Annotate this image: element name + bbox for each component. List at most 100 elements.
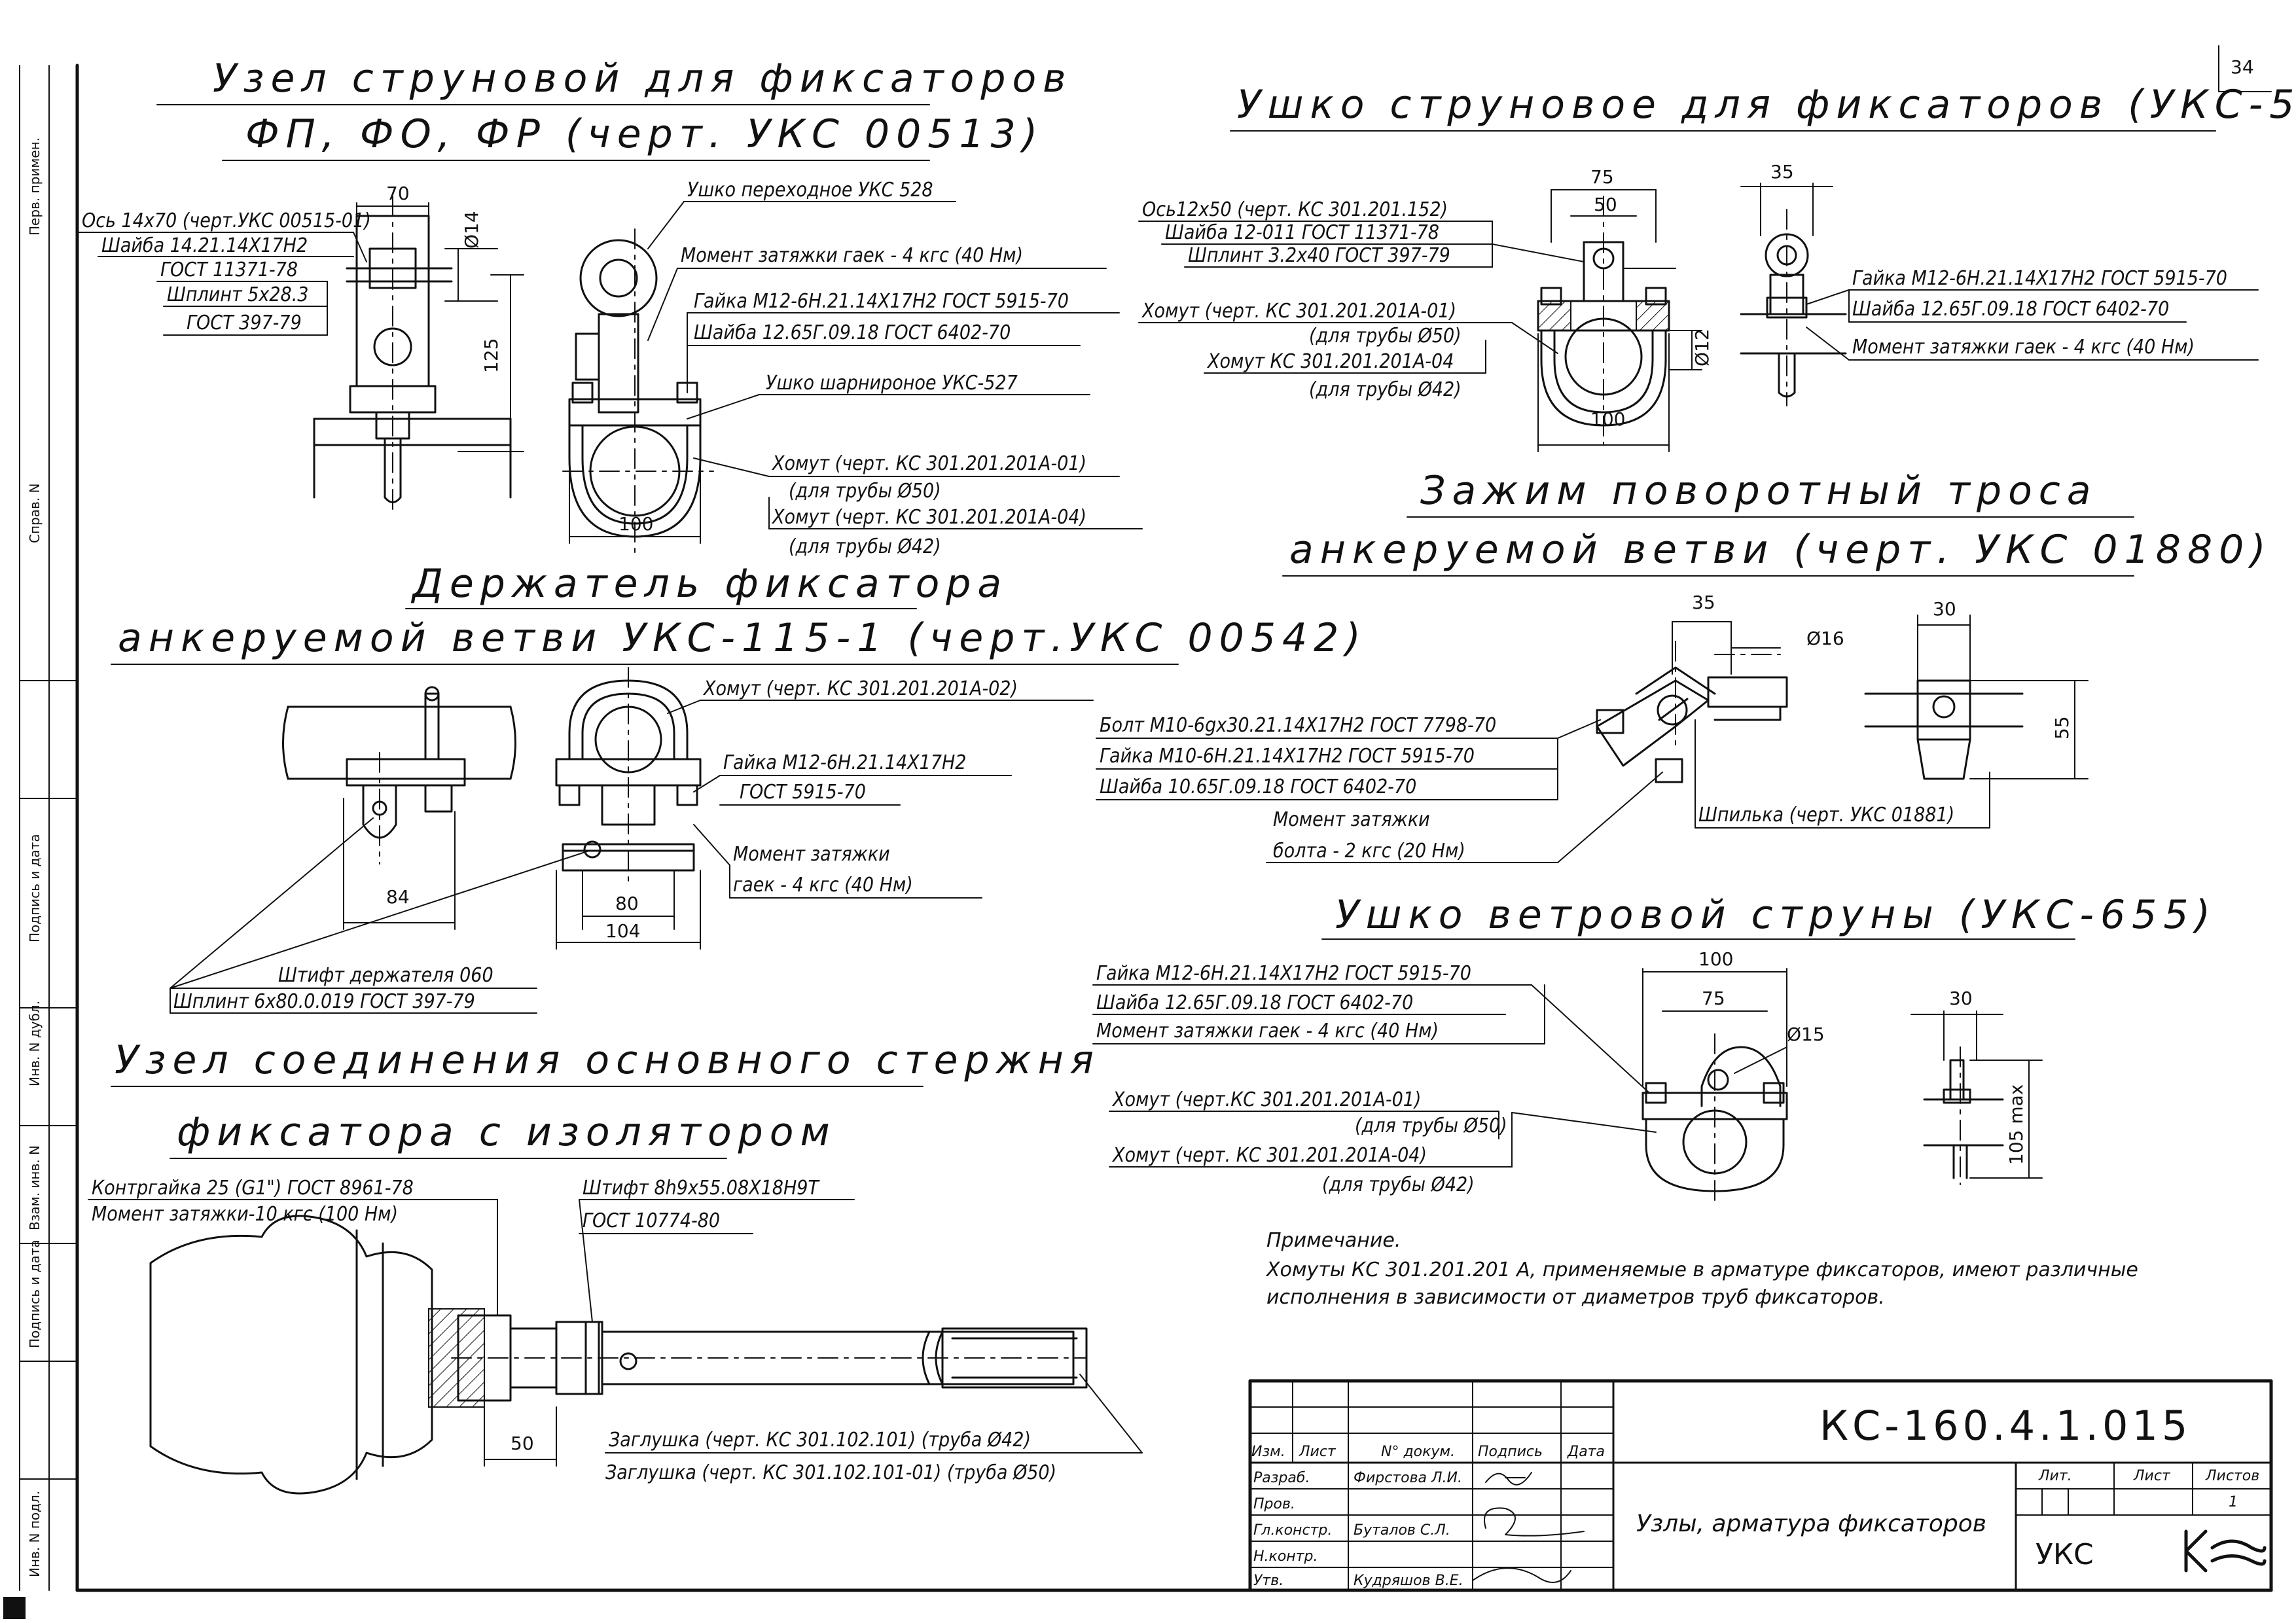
dim-30a: 30: [1933, 598, 1956, 620]
label-a11: Хомут (черт. КС 301.201.201А-01): [771, 452, 1086, 475]
label-b8: Гайка М12-6Н.21.14Х17Н2 ГОСТ 5915-70: [1852, 267, 2227, 290]
assembly-ear-510: 75 50 Ø12 100 35 Ось12х50 (черт. КС 301.…: [1138, 161, 2259, 452]
label-c3: ГОСТ 5915-70: [740, 781, 866, 804]
tb-listov-value: 1: [2229, 1494, 2238, 1510]
label-e2: Шайба 12.65Г.09.18 ГОСТ 6402-70: [1096, 991, 1413, 1014]
label-a12: (для трубы Ø50): [789, 480, 941, 503]
label-e1: Гайка М12-6Н.21.14Х17Н2 ГОСТ 5915-70: [1096, 962, 1471, 985]
label-f6: Заглушка (черт. КС 301.102.101-01) (труб…: [605, 1461, 1056, 1484]
assembly-wind-ear-655: 100 75 Ø15 30 105 max Гайка М12-6Н.21.14…: [1092, 948, 2043, 1205]
document-name: Узлы, арматура фиксаторов: [1636, 1510, 1986, 1537]
tb-r3: Гл.констр.: [1253, 1522, 1332, 1539]
label-c4: Момент затяжки: [733, 843, 890, 866]
label-a2: Шайба 14.21.14Х17Н2: [101, 234, 308, 257]
label-b4: Хомут (черт. КС 301.201.201А-01): [1141, 300, 1456, 323]
label-d6: Шпилька (черт. УКС 01881): [1698, 804, 1954, 827]
tb-h-izm: Изм.: [1251, 1444, 1285, 1460]
tb-h-date: Дата: [1567, 1444, 1605, 1460]
dim-100b: 100: [1590, 408, 1625, 430]
title-4a: Держатель фиксатора: [410, 561, 1008, 607]
label-a1: Ось 14х70 (черт.УКС 00515-01): [82, 209, 371, 232]
dim-55: 55: [2051, 716, 2073, 740]
organization-logo: [2184, 1529, 2267, 1573]
label-e5: (для трубы Ø50): [1355, 1115, 1507, 1137]
tb-r1-name: Фирстова Л.И.: [1354, 1470, 1462, 1486]
dim-75a: 75: [1590, 166, 1614, 188]
signature-2: [1484, 1507, 1585, 1537]
label-b7: (для трубы Ø42): [1309, 378, 1462, 401]
label-b10: Момент затяжки гаек - 4 кгс (40 Нм): [1852, 336, 2195, 359]
tb-r5-name: Кудряшов В.Е.: [1354, 1573, 1463, 1589]
signature-3: [1472, 1567, 1571, 1583]
tb-r1: Разраб.: [1253, 1470, 1310, 1486]
dim-100a: 100: [619, 513, 653, 535]
title-3b: анкеруемой ветви (черт. УКС 01880): [1289, 527, 2272, 573]
label-a6: Ушко переходное УКС 528: [687, 179, 933, 202]
title-6a: Узел соединения основного стержня: [115, 1037, 1100, 1083]
tb-r2: Пров.: [1253, 1496, 1295, 1512]
tb-r3-name: Буталов С.Л.: [1354, 1522, 1450, 1539]
tb-h-doc: N° докум.: [1381, 1444, 1455, 1460]
side-label-6: Подпись и дата: [27, 1240, 43, 1348]
note-heading: Примечание.: [1266, 1229, 1401, 1252]
note-line-1: Хомуты КС 301.201.201 А, применяемые в а…: [1265, 1258, 2138, 1281]
title-1a: Узел струновой для фиксаторов: [213, 56, 1073, 101]
label-a4: Шплинт 5х28.3: [167, 283, 308, 306]
side-label-3: Подпись и дата: [27, 834, 43, 942]
label-d5: болта - 2 кгс (20 Нм): [1273, 840, 1465, 863]
side-label-4: Инв. N дубл.: [27, 1001, 43, 1086]
label-e6: Хомут (черт. КС 301.201.201А-04): [1111, 1144, 1427, 1167]
dim-84: 84: [386, 886, 410, 908]
dim-phi12: Ø12: [1691, 329, 1713, 366]
tb-r4: Н.контр.: [1253, 1548, 1318, 1565]
label-e3: Момент затяжки гаек - 4 кгс (40 Нм): [1096, 1020, 1439, 1043]
tb-lit: Лит.: [2038, 1468, 2072, 1484]
tb-h-list: Лист: [1299, 1444, 1336, 1460]
label-f2: Момент затяжки-10 кгс (100 Нм): [92, 1203, 398, 1226]
label-a3: ГОСТ 11371-78: [160, 259, 298, 281]
side-label-1: Перв. примен.: [27, 137, 43, 236]
organization-name: УКС: [2036, 1538, 2094, 1571]
assembly-rotary-clamp: 35 Ø16 30 55 Болт М10-6gх30.21.14Х17Н2 Г…: [1096, 592, 2089, 863]
label-e4: Хомут (черт.КС 301.201.201А-01): [1111, 1088, 1421, 1111]
label-f5: Заглушка (черт. КС 301.102.101) (труба Ø…: [609, 1429, 1031, 1452]
label-a14: (для трубы Ø42): [789, 535, 941, 558]
assembly-string-unit: 70 Ø14 125 100 Ось 14х70 (черт.УКС 00515…: [77, 179, 1143, 558]
label-c1: Хомут (черт. КС 301.201.201А-02): [702, 677, 1018, 700]
dim-phi15: Ø15: [1787, 1024, 1825, 1045]
dim-phi14: Ø14: [461, 211, 482, 249]
dim-50b: 50: [511, 1433, 534, 1454]
label-a5: ГОСТ 397-79: [187, 312, 302, 334]
dim-75b: 75: [1702, 988, 1725, 1009]
label-f4: ГОСТ 10774-80: [583, 1209, 720, 1232]
label-a7: Момент затяжки гаек - 4 кгс (40 Нм): [681, 244, 1023, 267]
label-f1: Контргайка 25 (G1") ГОСТ 8961-78: [92, 1177, 414, 1200]
title-1b: ФП, ФО, ФР (черт. УКС 00513): [245, 111, 1044, 157]
dim-50a: 50: [1594, 194, 1617, 215]
label-a13: Хомут (черт. КС 301.201.201А-04): [771, 506, 1086, 529]
label-d4: Момент затяжки: [1273, 808, 1430, 831]
label-b1: Ось12х50 (черт. КС 301.201.152): [1142, 198, 1448, 221]
label-a8: Гайка М12-6Н.21.14Х17Н2 ГОСТ 5915-70: [694, 290, 1069, 313]
side-label-7: Инв. N подл.: [27, 1491, 43, 1577]
label-d3: Шайба 10.65Г.09.18 ГОСТ 6402-70: [1100, 776, 1416, 798]
label-b3: Шплинт 3.2х40 ГОСТ 397-79: [1188, 244, 1450, 267]
label-e7: (для трубы Ø42): [1322, 1173, 1475, 1196]
signature-1: [1485, 1472, 1532, 1486]
note-line-2: исполнения в зависимости от диаметров тр…: [1266, 1286, 1885, 1309]
label-c6: Штифт держателя 060: [278, 964, 493, 987]
tb-list-header: Лист: [2133, 1468, 2171, 1484]
dim-105max: 105 max: [2005, 1084, 2027, 1165]
sheet-number: 34: [2231, 56, 2254, 78]
title-6b: фиксатора с изолятором: [177, 1109, 836, 1155]
label-b6: Хомут КС 301.201.201А-04: [1206, 350, 1454, 373]
dim-35b: 35: [1692, 592, 1715, 613]
tb-r5: Утв.: [1253, 1573, 1283, 1589]
label-a10: Ушко шарнироное УКС-527: [766, 372, 1018, 395]
label-b9: Шайба 12.65Г.09.18 ГОСТ 6402-70: [1852, 298, 2169, 321]
title-block: Изм. Лист N° докум. Подпись Дата Разраб.…: [1248, 1379, 2273, 1592]
tb-listov: Листов: [2205, 1468, 2259, 1484]
tb-h-sign: Подпись: [1478, 1444, 1543, 1460]
dim-100c: 100: [1698, 948, 1733, 970]
